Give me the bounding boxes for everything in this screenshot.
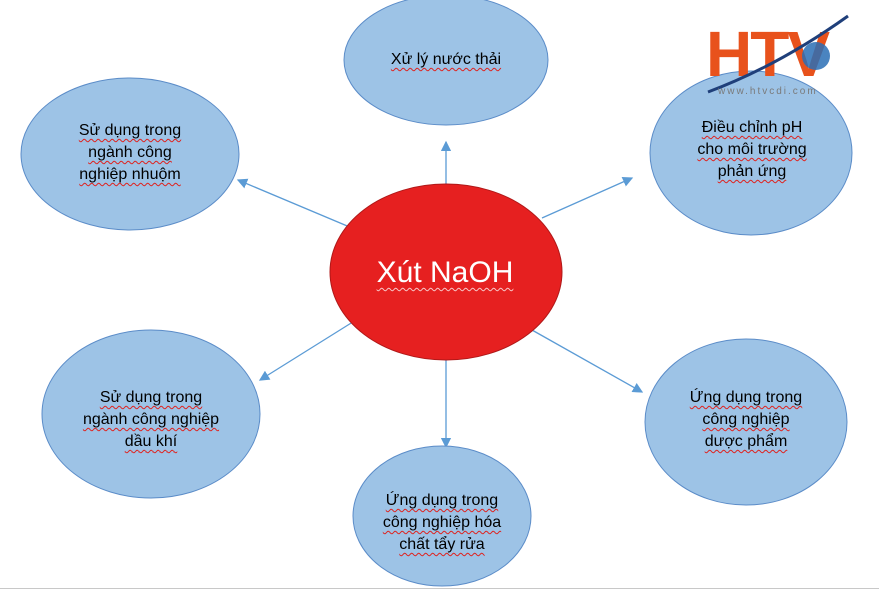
node-top-label: Xử lý nước thải [390,51,502,68]
bottom-divider [0,588,879,589]
logo-swoosh-icon [707,14,849,94]
node-top-left-shape [20,77,240,231]
node-bottom-shape [352,445,532,587]
arrow-to-top-left [236,178,353,229]
node-top-right: Điều chỉnh pH cho môi trường phản ứng [662,105,842,195]
node-bottom-left: Sử dụng trong ngành công nghiệp dầu khí [56,375,246,465]
node-top: Xử lý nước thải [356,30,536,90]
node-top-right-label: Điều chỉnh pH cho môi trường phản ứng [697,119,807,180]
node-bottom-left-label: Sử dụng trong ngành công nghiệp dầu khí [82,389,220,450]
arrow-to-top-right [541,176,634,219]
arrow-to-bottom-right [531,329,644,393]
center-node-shape [329,183,563,361]
center-node: Xút NaOH [330,228,560,318]
arrow-to-bottom-left [258,319,357,381]
logo-url: www.htvcdi.com [717,86,818,97]
node-bottom-right-label: Ứng dụng trong công nghiệp dược phẩm [689,389,803,450]
node-top-right-shape [649,70,853,236]
center-node-label: Xút NaOH [376,256,514,289]
node-top-left-label: Sử dụng trong ngành công nghiệp nhuộm [78,122,182,183]
node-bottom-right: Ứng dụng trong công nghiệp dược phẩm [656,375,836,465]
arrows [236,140,644,449]
node-bottom-left-shape [41,329,261,499]
node-bottom-label: Ứng dụng trong công nghiệp hóa chất tẩy … [382,492,502,553]
node-top-left: Sử dụng trong ngành công nghiệp nhuộm [40,108,220,198]
node-top-shape [343,0,549,126]
logo-globe-icon [802,42,830,70]
htv-logo: HTV www.htvcdi.com [706,14,849,97]
node-bottom: Ứng dụng trong công nghiệp hóa chất tẩy … [352,478,532,568]
node-bottom-right-shape [644,338,848,506]
